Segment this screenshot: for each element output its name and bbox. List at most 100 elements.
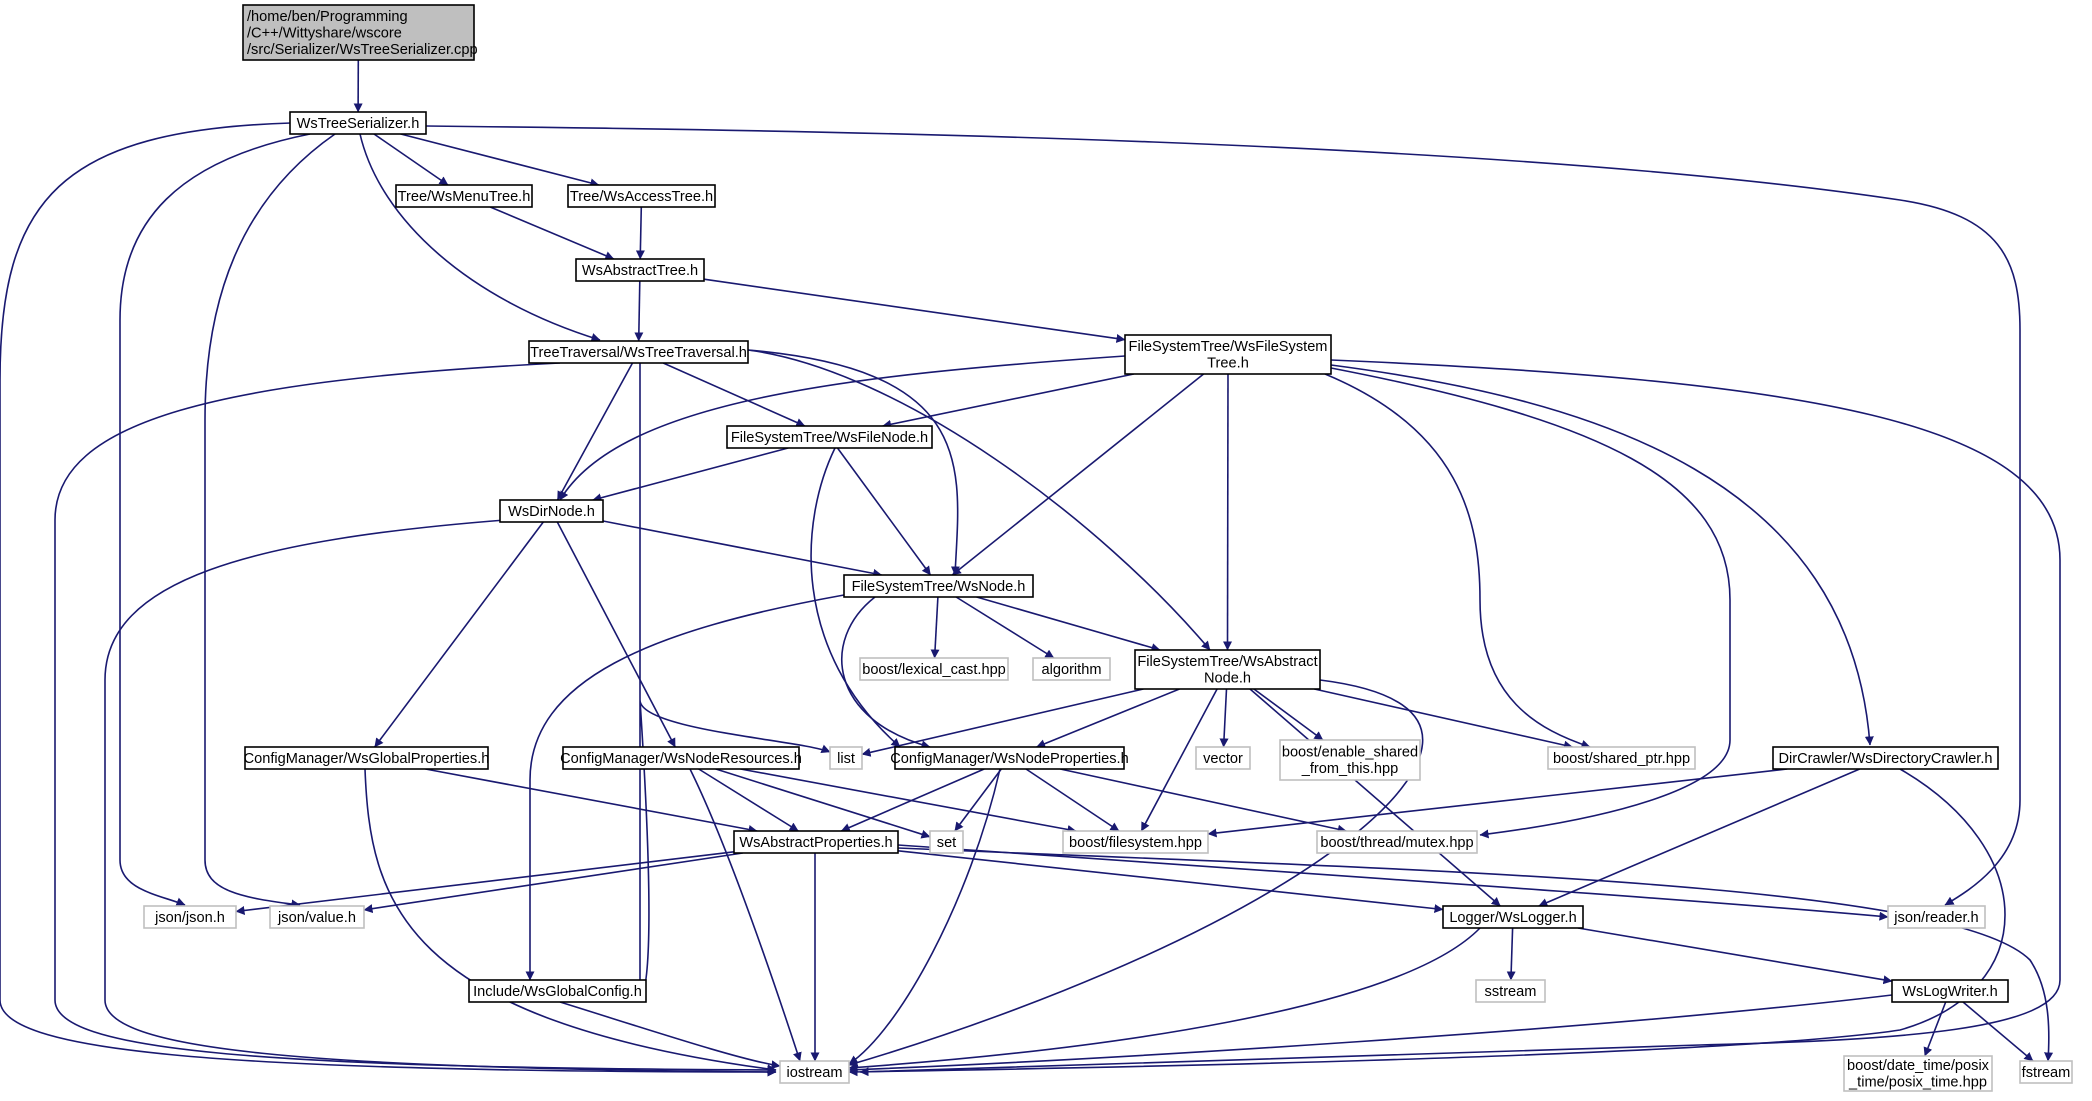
edge-absprops-to-jsonreader (897, 844, 1889, 921)
edge-globprops-to-absprops (425, 768, 758, 834)
edge-ser-to-jsonreader (425, 125, 2021, 906)
edge-crawler-to-filesystem (1207, 768, 1788, 838)
node-noderes[interactable]: ConfigManager/WsNodeResources.h (560, 746, 802, 770)
node-label-jsonvalue: json/value.h (277, 910, 356, 926)
edge-noderes-to-absprops (698, 768, 799, 832)
node-globconf[interactable]: Include/WsGlobalConfig.h (468, 979, 647, 1003)
node-algorithm: algorithm (1032, 657, 1111, 681)
node-abstree[interactable]: WsAbstractTree.h (575, 258, 705, 282)
node-box-noderes (562, 746, 800, 770)
node-box-nodeprops (894, 746, 1125, 770)
node-label-access: Tree/WsAccessTree.h (570, 189, 713, 205)
node-label-iostream: iostream (787, 1065, 843, 1081)
edge-absnode-to-filesystem (1140, 688, 1218, 832)
node-globprops[interactable]: ConfigManager/WsGlobalProperties.h (244, 746, 490, 770)
edge-nodeprops-to-absprops (840, 768, 985, 832)
node-label-algorithm: algorithm (1041, 662, 1101, 678)
edge-filenode-to-dirnode (592, 447, 789, 503)
node-label-posix-line-2: _time/posix_time.hpp (1848, 1075, 1987, 1091)
node-box-logwriter (1891, 979, 2009, 1003)
edge-menu-to-abstree (489, 206, 615, 260)
node-label-crawler: DirCrawler/WsDirectoryCrawler.h (1778, 751, 1992, 767)
node-label-set: set (937, 835, 956, 851)
edge-absnode-to-iostream (848, 679, 1424, 1067)
node-label-fstream: fstream (2022, 1065, 2071, 1081)
node-label-root-line-2: /C++/Wittyshare/wscore (247, 25, 402, 41)
node-box-sharedptr (1547, 746, 1696, 770)
node-box-root (242, 4, 475, 61)
node-label-enableshared-line-1: boost/enable_shared (1282, 745, 1418, 761)
node-label-logwriter: WsLogWriter.h (1902, 984, 1997, 1000)
edge-trav-to-dirnode (556, 362, 634, 501)
edge-ser-to-menu (373, 133, 449, 186)
edge-ser-to-access (400, 133, 600, 188)
edge-ser-to-jsonvalue (204, 133, 336, 909)
node-label-enableshared-line-2: _from_this.hpp (1301, 761, 1399, 777)
edge-fstree-to-iostream (859, 359, 2061, 1077)
node-label-posix-line-1: boost/date_time/posix (1847, 1058, 1990, 1074)
node-box-absprops (733, 830, 899, 854)
node-root[interactable]: /home/ben/Programming/C++/Wittyshare/wsc… (242, 4, 478, 61)
node-logger[interactable]: Logger/WsLogger.h (1442, 905, 1584, 929)
node-box-globconf (468, 979, 647, 1003)
node-menu[interactable]: Tree/WsMenuTree.h (395, 184, 533, 208)
node-label-sharedptr: boost/shared_ptr.hpp (1553, 751, 1690, 767)
node-box-globprops (244, 746, 489, 770)
node-crawler[interactable]: DirCrawler/WsDirectoryCrawler.h (1772, 746, 1999, 770)
edge-dirnode-to-node (602, 520, 883, 578)
node-box-fstree (1124, 334, 1332, 375)
edge-noderes-to-filesystem (740, 768, 1077, 834)
edge-logwriter-to-posix (1923, 1001, 1947, 1057)
node-access[interactable]: Tree/WsAccessTree.h (567, 184, 716, 208)
node-list: list (829, 746, 863, 770)
edge-node-to-lexcast (930, 596, 940, 659)
node-filenode[interactable]: FileSystemTree/WsFileNode.h (726, 425, 933, 449)
edge-globprops-to-iostream (364, 768, 777, 1074)
edge-filenode-to-nodeprops (810, 447, 901, 748)
node-box-vector (1195, 746, 1251, 770)
edge-dirnode-to-noderes (556, 521, 676, 748)
node-iostream: iostream (779, 1060, 850, 1084)
node-label-fstree-line-1: FileSystemTree/WsFileSystem (1129, 339, 1328, 355)
node-node[interactable]: FileSystemTree/WsNode.h (843, 574, 1034, 598)
nodes-layer: /home/ben/Programming/C++/Wittyshare/wsc… (143, 4, 2073, 1092)
node-dirnode[interactable]: WsDirNode.h (499, 499, 604, 523)
edge-fstree-to-node (951, 373, 1205, 576)
edge-node-to-absnode (976, 596, 1161, 652)
node-posix: boost/date_time/posix_time/posix_time.hp… (1843, 1055, 1993, 1092)
edge-absnode-to-vector (1219, 688, 1229, 748)
node-box-abstree (575, 258, 705, 282)
node-lexcast: boost/lexical_cast.hpp (859, 657, 1009, 681)
node-logwriter[interactable]: WsLogWriter.h (1891, 979, 2009, 1003)
node-label-abstree: WsAbstractTree.h (582, 263, 698, 279)
edge-trav-to-list (639, 363, 830, 994)
node-trav[interactable]: TreeTraversal/WsTreeTraversal.h (528, 340, 749, 364)
edge-nodeprops-to-mutex (1060, 768, 1347, 834)
node-nodeprops[interactable]: ConfigManager/WsNodeProperties.h (890, 746, 1129, 770)
edge-fstree-to-mutex (1330, 367, 1731, 839)
node-ser[interactable]: WsTreeSerializer.h (289, 111, 427, 135)
edge-nodeprops-to-set (954, 768, 1002, 832)
node-box-ser (289, 111, 427, 135)
node-box-node (843, 574, 1034, 598)
edge-absprops-to-jsonvalue (363, 852, 743, 914)
edge-abstree-to-trav (634, 280, 644, 342)
edge-absprops-to-jsonjson (235, 851, 735, 915)
node-label-trav: TreeTraversal/WsTreeTraversal.h (530, 345, 747, 361)
node-label-globprops: ConfigManager/WsGlobalProperties.h (244, 751, 490, 767)
node-box-list (829, 746, 863, 770)
node-label-nodeprops: ConfigManager/WsNodeProperties.h (890, 751, 1128, 767)
node-label-menu: Tree/WsMenuTree.h (398, 189, 531, 205)
node-absprops[interactable]: WsAbstractProperties.h (733, 830, 899, 854)
node-box-jsonjson (143, 905, 237, 929)
node-box-absnode (1134, 649, 1321, 690)
node-label-fstree-line-2: Tree.h (1207, 356, 1249, 372)
edge-nodeprops-to-iostream (848, 768, 1001, 1065)
node-box-enableshared (1279, 739, 1421, 781)
node-label-root-line-3: /src/Serializer/WsTreeSerializer.cpp (247, 42, 478, 58)
edge-dirnode-to-globprops (374, 521, 544, 748)
edge-logger-to-sstream (1506, 927, 1516, 981)
node-box-algorithm (1032, 657, 1111, 681)
